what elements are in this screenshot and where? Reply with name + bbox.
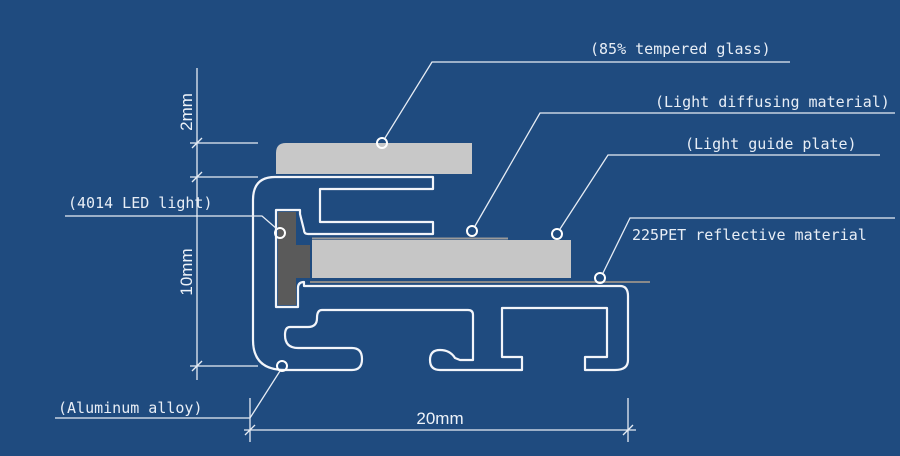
alloy-label: (Aluminum alloy) — [58, 399, 203, 417]
diffusing-leader — [474, 112, 895, 227]
diffusing-marker — [466, 225, 478, 237]
alloy-marker — [276, 360, 288, 372]
guide-label: (Light guide plate) — [685, 135, 857, 153]
tempered-glass — [276, 143, 472, 174]
glass-marker — [376, 137, 388, 149]
reflective-label: 225PET reflective material — [632, 226, 867, 244]
height-dimension: 10mm — [177, 248, 196, 295]
led-light — [278, 212, 310, 305]
glass-label: (85% tempered glass) — [590, 40, 771, 58]
vertical-dimension — [190, 68, 258, 380]
diffusing-label: (Light diffusing material) — [655, 93, 890, 111]
guide-leader — [559, 154, 880, 230]
horizontal-dimension — [244, 398, 636, 442]
reflective-marker — [594, 272, 606, 284]
glass-leader — [384, 61, 790, 139]
reflective-leader — [602, 217, 895, 274]
led-label: (4014 LED light) — [68, 194, 213, 212]
light-guide-plate — [312, 240, 571, 278]
led-marker — [274, 227, 286, 239]
guide-marker — [551, 228, 563, 240]
aluminum-profile — [251, 175, 630, 372]
width-dimension: 20mm — [416, 409, 463, 428]
glass-thickness-dimension: 2mm — [177, 93, 196, 131]
led-leader — [65, 215, 278, 230]
